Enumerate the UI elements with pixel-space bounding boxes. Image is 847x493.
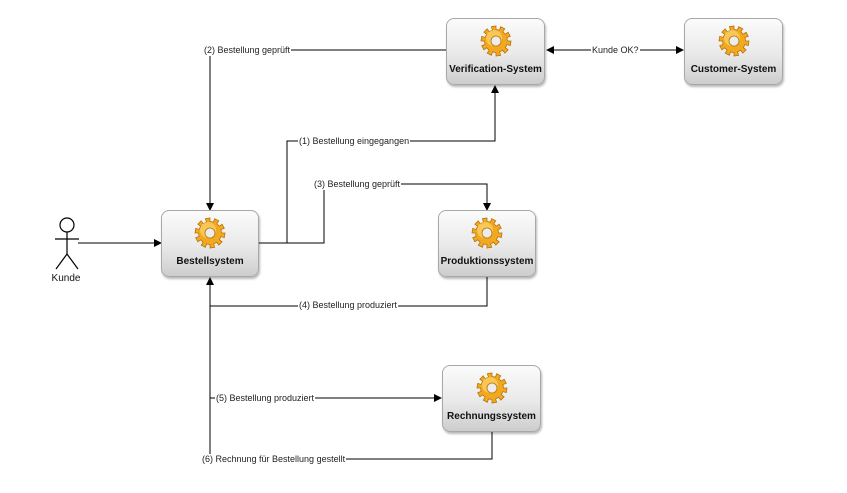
edge-6	[209, 398, 493, 460]
node-verification-system[interactable]: Verification-System	[446, 18, 545, 85]
node-title: Bestellsystem	[176, 256, 244, 267]
node-title: Customer-System	[690, 64, 777, 75]
gear-icon	[479, 24, 513, 58]
node-title: Produktionssystem	[440, 256, 534, 267]
actor-label: Kunde	[51, 273, 81, 284]
edge-label-6: (6) Rechnung für Bestellung gestellt	[201, 454, 347, 465]
node-customer-system[interactable]: Customer-System	[684, 18, 783, 85]
edge-label-kunde-ok: Kunde OK?	[591, 45, 640, 56]
edge-label-5: (5) Bestellung produziert	[215, 393, 316, 404]
gear-icon	[717, 24, 751, 58]
node-title: Rechnungssystem	[447, 411, 536, 422]
node-bestellsystem[interactable]: Bestellsystem	[161, 210, 259, 277]
edge-label-4: (4) Bestellung produziert	[298, 300, 399, 311]
edge-5	[209, 306, 442, 402]
node-title: Verification-System	[449, 64, 542, 75]
edge-label-3: (3) Bestellung geprüft	[313, 179, 402, 190]
gear-icon	[470, 216, 504, 250]
edge-label-2: (2) Bestellung geprüft	[203, 45, 292, 56]
gear-icon	[193, 216, 227, 250]
gear-icon	[475, 371, 509, 405]
edge-label-1: (1) Bestellung eingegangen	[298, 136, 411, 147]
node-produktionssystem[interactable]: Produktionssystem	[438, 210, 536, 277]
actor-icon[interactable]	[50, 216, 84, 288]
node-rechnungssystem[interactable]: Rechnungssystem	[442, 365, 541, 432]
